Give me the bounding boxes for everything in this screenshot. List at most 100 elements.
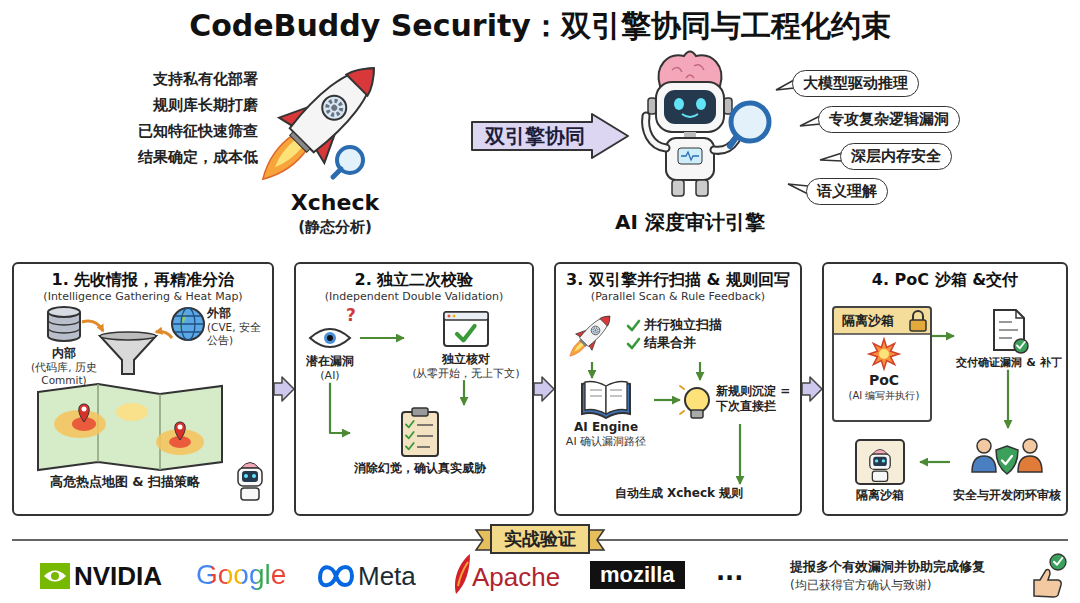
check-window-icon	[444, 312, 488, 346]
capability-bubble-text: 深层内存安全	[851, 147, 941, 166]
engine-link-arrow: 双引擎协同	[470, 112, 630, 160]
ai-engine-item-text: AI 确认漏洞路径	[558, 435, 654, 449]
step-panel-text: 3. 双引擎并行扫描 & 规则回写	[560, 270, 796, 290]
scan-rocket-icon	[628, 339, 639, 348]
sandbox-header	[913, 311, 923, 320]
result-note: 提报多个有效漏洞并协助完成修复	[790, 559, 985, 575]
feature-note: 支持私有化部署	[128, 70, 258, 88]
company-logo: Google	[196, 558, 286, 592]
review-people-icon	[996, 446, 1018, 474]
poc-item-text: PoC	[842, 372, 926, 390]
thumbs-up-icon	[1034, 554, 1066, 597]
heat-map-icon	[38, 384, 222, 470]
ai-robot	[724, 98, 732, 114]
heat-map-icon	[116, 403, 148, 421]
ai-robot	[656, 82, 724, 132]
globe-icon	[172, 316, 204, 332]
engine-name: Xcheck	[275, 190, 395, 216]
capability-bubble: 专攻复杂逻辑漏洞	[818, 106, 960, 133]
finding-item-text: 潜在漏洞	[300, 354, 360, 369]
book-icon	[590, 390, 622, 396]
clipboard-icon	[406, 443, 414, 449]
bubble-tail	[776, 80, 842, 194]
sandbox-box: 隔离沙箱PoC(AI 编写并执行)	[832, 306, 932, 422]
heat-map-icon	[175, 422, 186, 440]
static-engine-rocket	[240, 46, 396, 202]
heat-map-item-text: 高危热点地图 & 扫描策略	[20, 474, 230, 490]
check-window-icon	[453, 315, 456, 318]
capability-bubble: 深层内存安全	[840, 143, 952, 170]
step-panel: 3. 双引擎并行扫描 & 规则回写(Parallel Scan & Rule F…	[554, 262, 802, 516]
ai-robot	[648, 98, 656, 114]
ai-robot	[672, 65, 704, 78]
step-panel: 2. 独立二次校验(Independent Double Validation)…	[294, 262, 534, 516]
diagram-title: CodeBuddy Security：双引擎协同与工程化约束	[0, 6, 1080, 46]
step-flow-arrow	[802, 377, 822, 401]
delivery-item: 交付确证漏洞 & 补丁	[954, 306, 1064, 370]
capability-bubble-text: 专攻复杂逻辑漏洞	[829, 110, 949, 129]
ai-robot	[664, 90, 716, 124]
source-item-text: (代码库, 历史 Commit)	[18, 361, 110, 387]
logo-mark	[455, 554, 470, 594]
review-people-icon	[1018, 456, 1042, 472]
review-item: 安全与开发闭环审核	[950, 428, 1064, 503]
heat-map-icon	[82, 407, 87, 412]
heat-map-icon	[98, 384, 160, 470]
source-item: 内部(代码库, 历史 Commit)	[18, 304, 110, 387]
feature-note: 规则库长期打磨	[128, 96, 258, 114]
feature-note: 结果确定，成本低	[128, 148, 258, 166]
clipboard-icon	[406, 421, 414, 427]
flow-connector	[699, 362, 701, 380]
poc-item: PoC(AI 编写并执行)	[842, 338, 926, 402]
ai-engine-item-text: AI Engine	[558, 420, 654, 435]
finding-item-text: (AI)	[300, 369, 360, 383]
clipboard-icon	[402, 408, 438, 456]
scan-checklist: 并行独立扫描结果合并	[566, 312, 728, 362]
logo-mark	[458, 562, 468, 586]
explosion-icon	[869, 339, 899, 369]
result-note: (均已获得官方确认与致谢)	[790, 578, 931, 592]
clipboard-icon	[417, 425, 433, 447]
funnel-icon	[100, 332, 156, 340]
more-mark: ...	[716, 558, 743, 587]
ai-robot	[646, 116, 666, 148]
lightbulb-icon	[685, 388, 709, 412]
sandbox-item-text: 隔离沙箱	[840, 488, 920, 503]
flow-connector	[739, 424, 741, 484]
heat-map-icon	[38, 384, 222, 470]
step-flow-arrow	[534, 377, 554, 401]
sandbox-item: 隔离沙箱	[840, 436, 920, 503]
company-logo: NVIDIA	[74, 561, 162, 592]
lightbulb-icon	[680, 386, 684, 414]
delivery-item-text: 交付确证漏洞 & 补丁	[954, 356, 1064, 370]
sandbox-robot-icon	[870, 449, 890, 481]
review-item-text: 安全与开发闭环审核	[950, 488, 1064, 503]
ai-robot	[666, 138, 714, 180]
step-flow-arrow	[274, 377, 294, 401]
scan-checklist-text: 并行独立扫描	[626, 316, 728, 334]
globe-icon	[172, 308, 204, 340]
sandbox-robot-icon	[856, 440, 904, 484]
globe-icon	[172, 308, 204, 340]
ai-robot	[674, 98, 684, 110]
review-people-icon	[977, 439, 991, 453]
funnel-icon	[156, 332, 172, 338]
flow-connector	[654, 399, 680, 401]
logo-mark	[51, 572, 59, 580]
ai-robot	[681, 152, 699, 160]
source-item-text: 内部	[18, 346, 110, 361]
flow-connector	[1007, 370, 1009, 428]
source-item: 外部(CVE, 安全公告)	[207, 306, 269, 347]
thumbs-up-icon	[1054, 558, 1062, 565]
flow-connector	[463, 380, 465, 405]
lightbulb-icon	[691, 410, 703, 418]
verify-item-text: (从零开始，无上下文)	[404, 367, 528, 380]
heat-map-item: 高危热点地图 & 扫描策略	[20, 382, 230, 490]
eye-icon	[324, 332, 336, 344]
helper-robot	[238, 463, 262, 501]
scan-rocket-icon	[562, 308, 618, 364]
logo-mark	[40, 563, 70, 589]
database-icon	[48, 307, 80, 317]
step-panel-text: 1. 先收情报，再精准分治	[18, 270, 268, 290]
capability-bubble-text: 语义理解	[817, 182, 877, 201]
